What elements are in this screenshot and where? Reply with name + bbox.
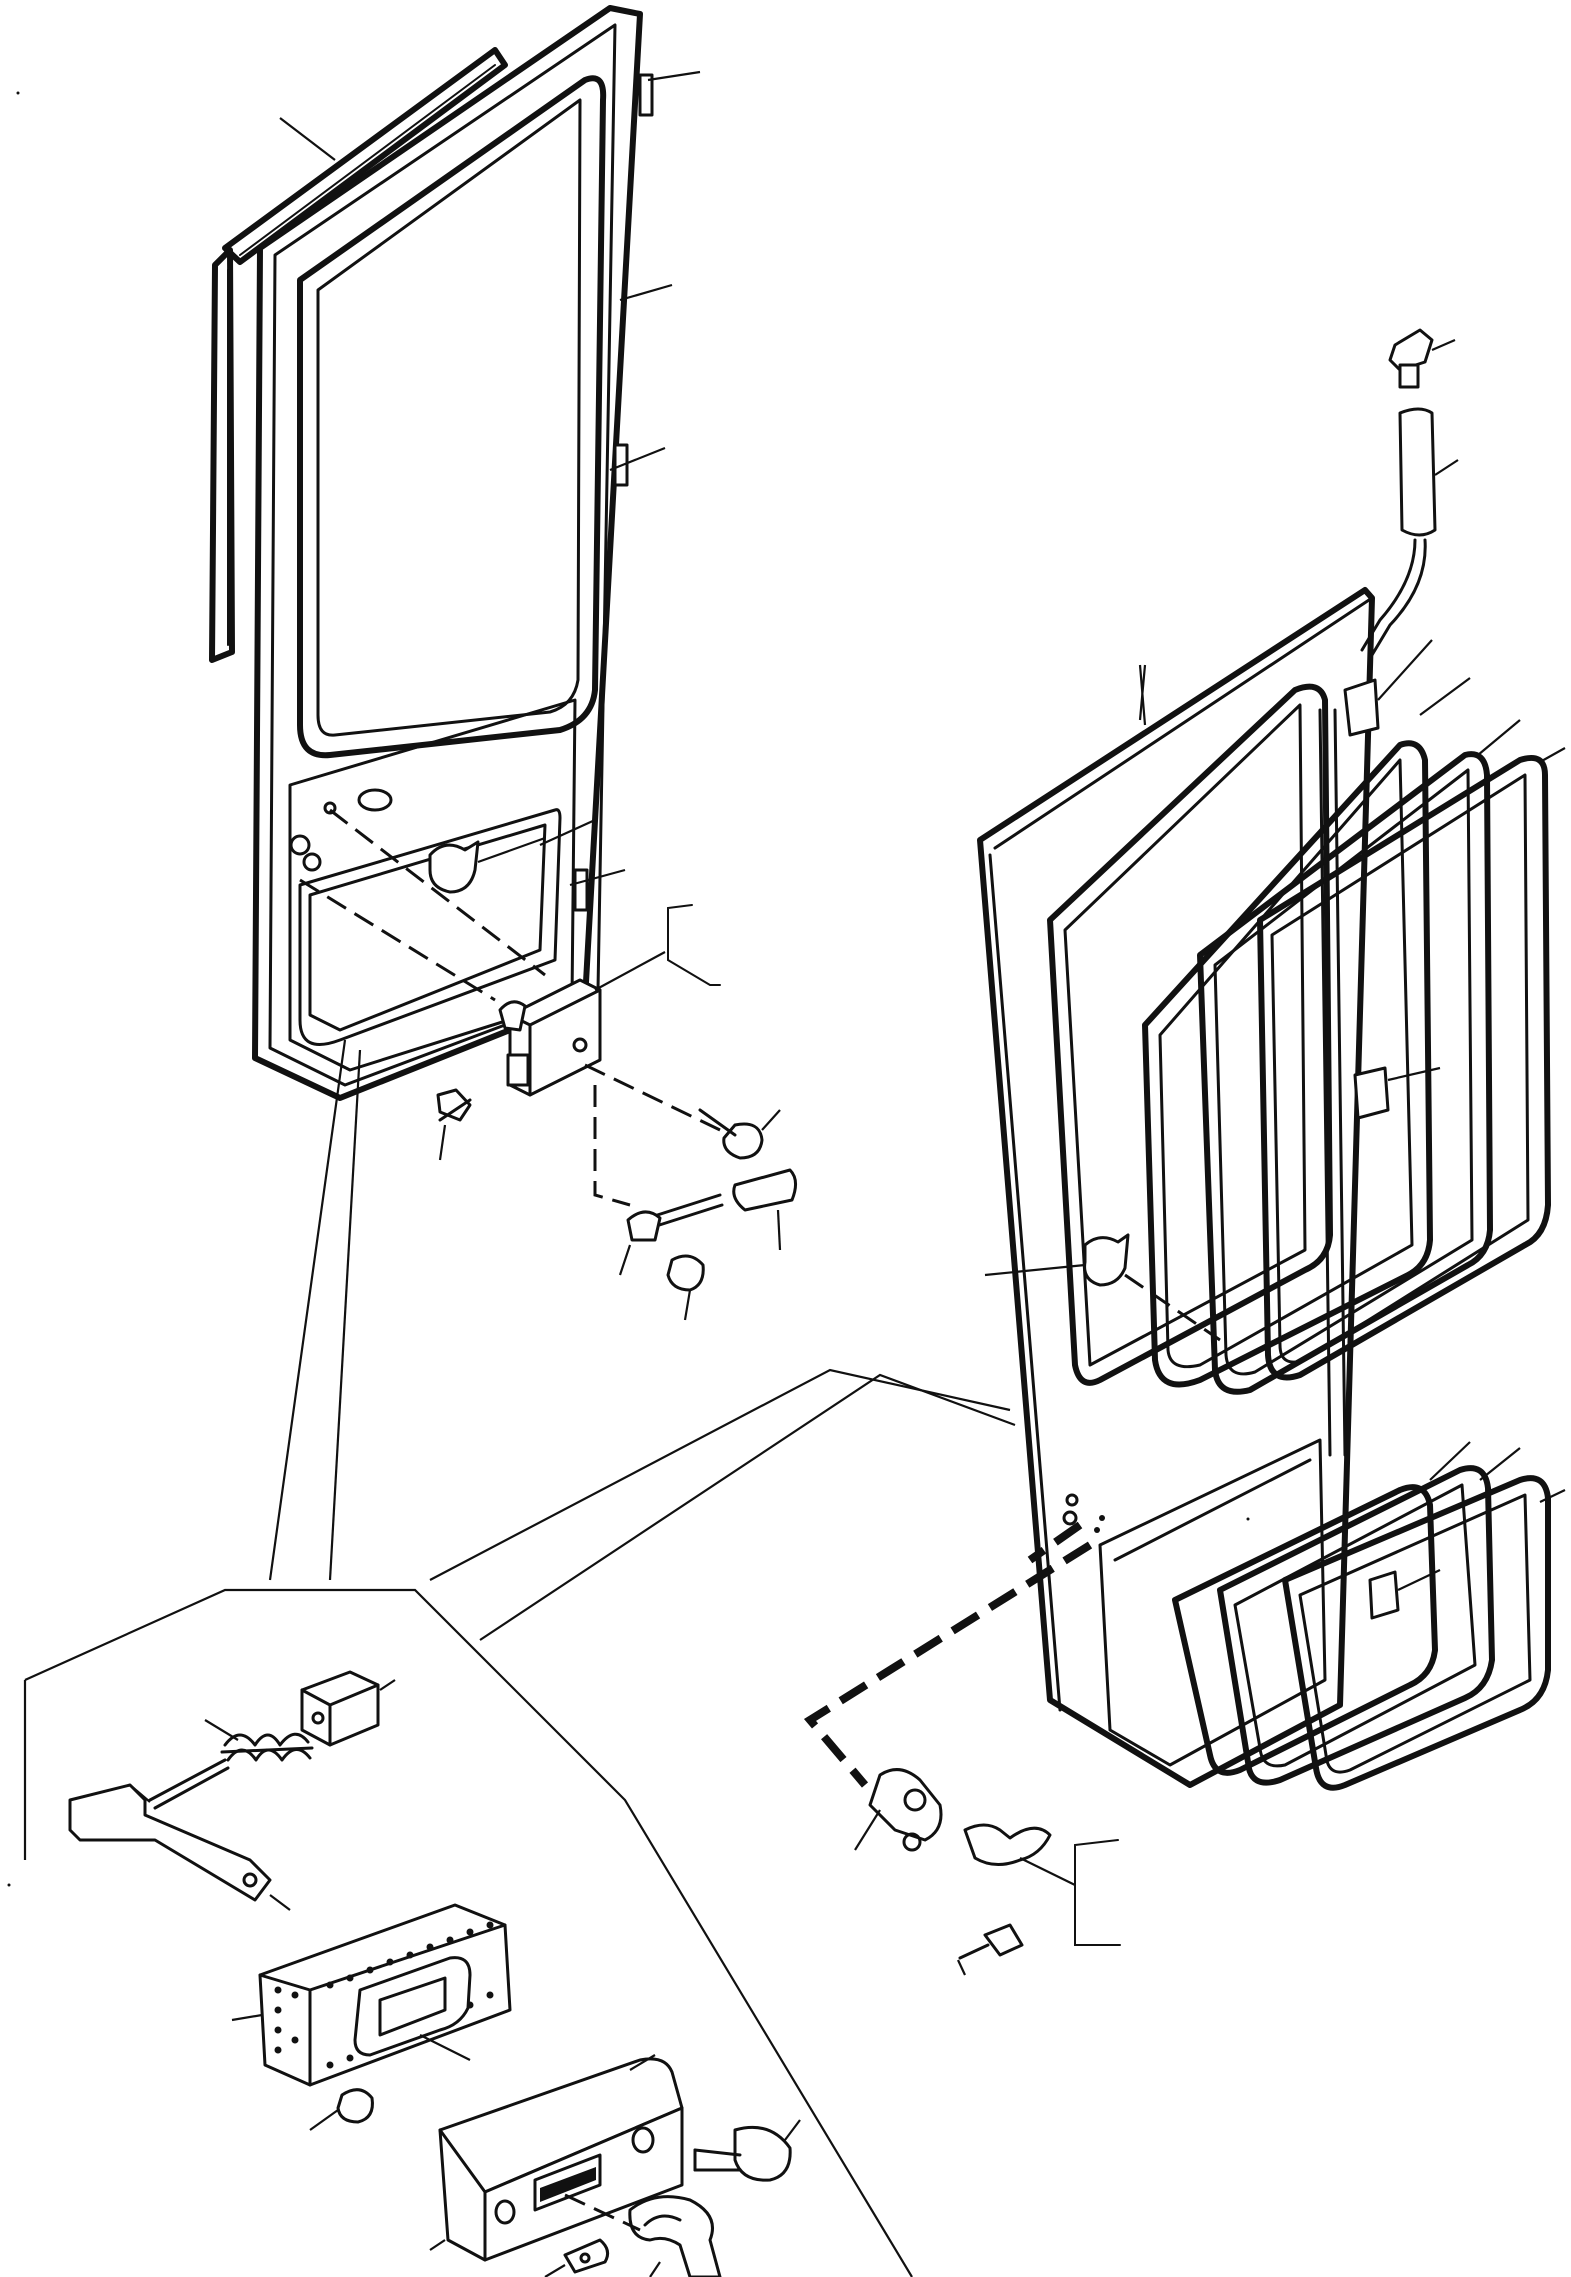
hinge-pin-and-grease-fitting: [1343, 328, 1566, 1620]
window-catch: [984, 1233, 1221, 1342]
door-latch-assembly: [299, 808, 797, 1321]
detail-callout-lines: [268, 1039, 1016, 1641]
door-frame: [252, 5, 654, 1101]
sliding-window-seals: [1142, 708, 1551, 1791]
door-handle-assembly: [803, 1521, 1121, 1976]
speck: [16, 91, 20, 95]
handle-detail-inset: [23, 1588, 913, 2277]
spring: [220, 1732, 314, 1762]
door-outer-panel: [977, 587, 1375, 1788]
door-weather-seal: [209, 47, 508, 663]
speck: [7, 1883, 11, 1887]
speck: [1246, 1517, 1250, 1521]
part-leader-lines-door: [279, 70, 701, 887]
